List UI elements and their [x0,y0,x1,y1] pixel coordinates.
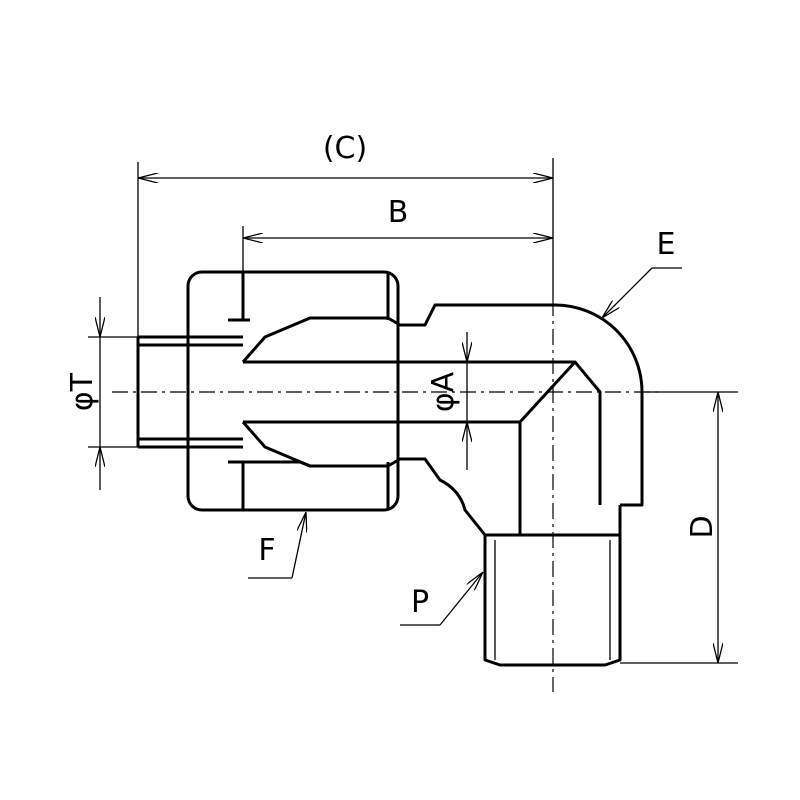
body-outline-bottom [241,421,487,536]
ferrule [228,318,311,468]
label-e: E [657,227,676,262]
label-c: (C) [323,131,367,166]
bore-corner [518,360,577,424]
label-d: D [685,515,720,538]
dimension-phi-t: φT [65,297,138,490]
dimension-c: (C) [137,131,554,337]
label-f: F [258,533,275,568]
leader-p: P [400,572,483,626]
dimension-d: D [620,391,738,664]
dimension-b: B [242,195,553,280]
dimension-phi-a: φA [426,332,467,470]
label-phi-a: φA [426,371,461,412]
leader-e: E [602,227,682,318]
thread-lines [494,540,611,660]
body-outline-top [241,303,644,507]
tube [136,335,243,449]
label-phi-t: φT [65,372,100,411]
leader-f: F [248,512,306,579]
label-p: P [411,585,429,620]
threaded-end [483,505,622,667]
nut [186,270,400,512]
label-b: B [388,195,409,230]
nut-edges [241,272,390,510]
